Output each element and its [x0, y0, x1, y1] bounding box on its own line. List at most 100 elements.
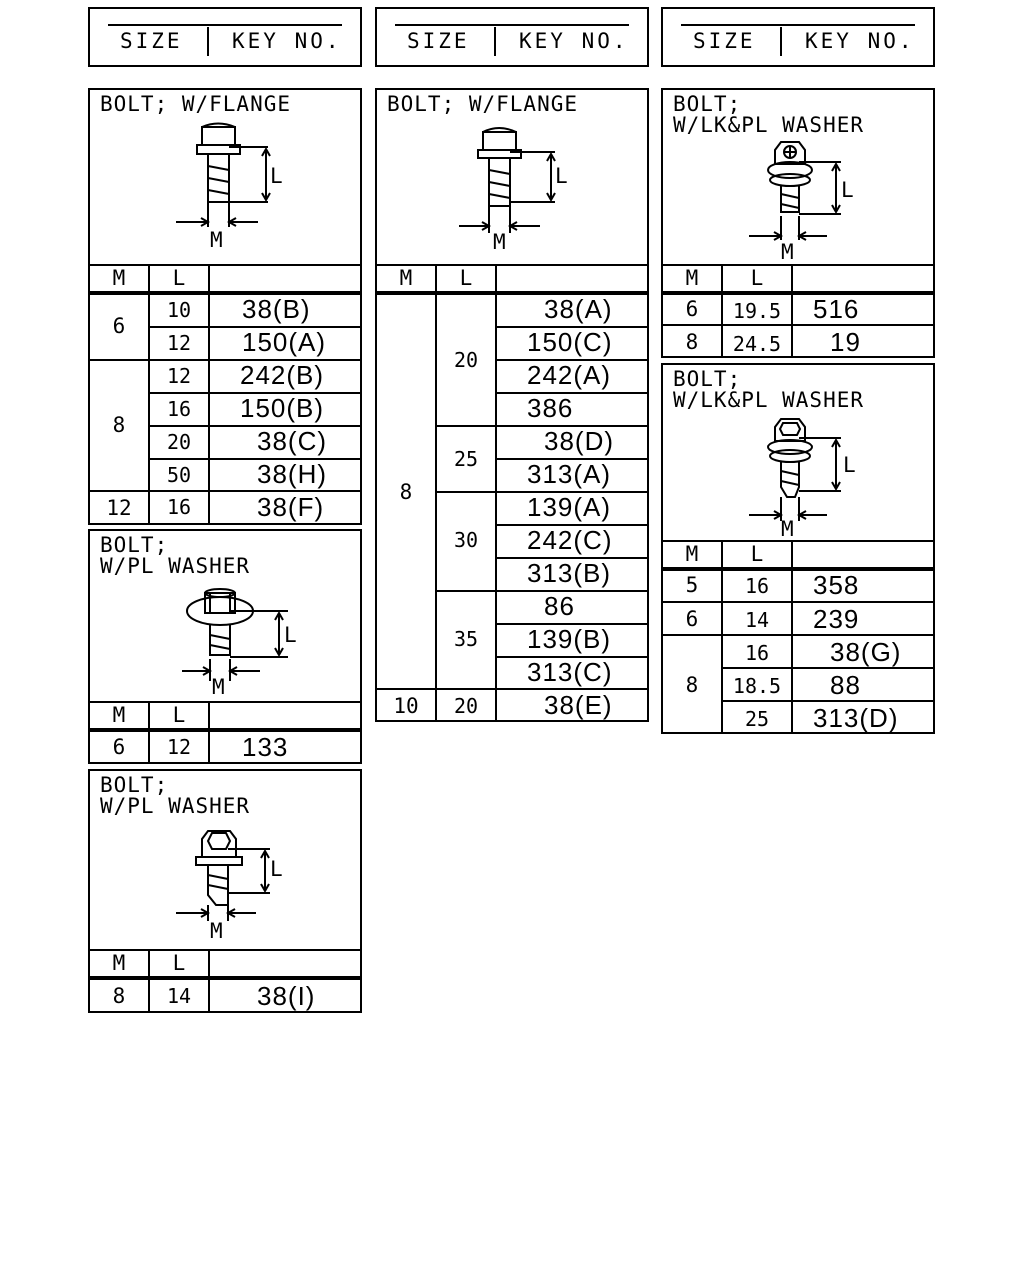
cell-key-no: 19 [830, 327, 861, 357]
cell-key-no: 358 [813, 570, 860, 600]
cell-m: 6 [112, 735, 126, 759]
dim-label-l: L [270, 857, 283, 881]
cell-m: 6 [685, 607, 699, 631]
dim-label-l: L [270, 164, 283, 188]
dim-label-l: L [555, 164, 568, 188]
col-header-l: L [750, 266, 764, 290]
cell-key-no: 86 [544, 591, 575, 621]
cell-m: 5 [685, 573, 699, 597]
key-no-label: KEY NO. [805, 29, 915, 53]
col-header-m: M [399, 266, 413, 290]
panel-bolt-lk-pl-washer-2: BOLT; W/LK&PL WASHER L M M L 5 6 8 16 14… [661, 363, 935, 734]
col-header-m: M [685, 542, 699, 566]
bolt-flange-drawing [459, 127, 556, 233]
cell-key-no: 38(C) [257, 426, 328, 456]
bolt-pl-washer-drawing [182, 588, 288, 681]
cell-m: 12 [106, 496, 132, 520]
cell-m: 6 [112, 314, 126, 338]
cell-key-no: 133 [242, 732, 289, 762]
header-rule [681, 24, 915, 26]
part-title: BOLT; W/LK&PL WASHER [673, 92, 865, 137]
cell-l: 30 [453, 528, 479, 552]
cell-l: 12 [166, 364, 192, 388]
dim-label-m: M [781, 240, 794, 264]
size-label: SIZE [120, 29, 183, 53]
cell-l: 16 [744, 641, 770, 665]
header-rule [108, 24, 342, 26]
cell-l: 20 [453, 694, 479, 718]
cell-key-no: 139(A) [527, 492, 612, 522]
part-title: BOLT; W/FLANGE [387, 92, 579, 116]
panel-bolt-pl-washer-1: BOLT; W/PL WASHER L M M L 6 12 133 [88, 529, 362, 764]
cell-l: 12 [166, 331, 192, 355]
bolt-hex-washer-drawing [176, 830, 270, 921]
cell-l: 14 [744, 608, 770, 632]
cell-key-no: 38(B) [242, 294, 311, 324]
cell-l: 12 [166, 735, 192, 759]
column-header-3: SIZE KEY NO. [661, 7, 935, 67]
col-header-m: M [685, 266, 699, 290]
cell-key-no: 38(A) [544, 294, 613, 324]
cell-l: 25 [453, 447, 479, 471]
header-rule [395, 24, 629, 26]
column-header-2: SIZE KEY NO. [375, 7, 649, 67]
part-title: BOLT; W/LK&PL WASHER [673, 367, 865, 412]
dim-label-m: M [210, 228, 223, 252]
col-header-l: L [172, 951, 186, 975]
cell-key-no: 38(E) [544, 690, 613, 720]
panel-bolt-lk-pl-washer-1: BOLT; W/LK&PL WASHER L M M L 6 8 19.5 24… [661, 88, 935, 358]
header-separator [207, 27, 209, 56]
col-header-l: L [459, 266, 473, 290]
cell-key-no: 313(D) [813, 703, 899, 733]
cell-m: 10 [393, 694, 419, 718]
cell-key-no: 38(H) [257, 459, 328, 489]
cell-m: 8 [399, 480, 413, 504]
col-header-m: M [112, 951, 126, 975]
cell-key-no: 38(I) [257, 981, 316, 1011]
header-separator [780, 27, 782, 56]
cell-key-no: 516 [813, 294, 860, 324]
column-header-1: SIZE KEY NO. [88, 7, 362, 67]
cell-key-no: 242(B) [240, 360, 325, 390]
cell-key-no: 313(C) [527, 657, 613, 687]
dim-label-m: M [781, 517, 794, 541]
col-header-l: L [172, 703, 186, 727]
panel-bolt-pl-washer-2: BOLT; W/PL WASHER L M M L 8 14 38(I) [88, 769, 362, 1013]
key-no-label: KEY NO. [232, 29, 342, 53]
cell-key-no: 139(B) [527, 624, 612, 654]
cell-key-no: 313(A) [527, 459, 612, 489]
part-title: BOLT; W/PL WASHER [100, 773, 251, 818]
part-title: BOLT; W/PL WASHER [100, 533, 251, 578]
cell-l: 35 [453, 627, 479, 651]
cell-l: 10 [166, 298, 192, 322]
panel-bolt-flange-middle: BOLT; W/FLANGE L M M L 8 10 20 25 30 35 … [375, 88, 649, 722]
cell-key-no: 242(A) [527, 360, 612, 390]
cell-l: 14 [166, 984, 192, 1008]
bolt-flange-drawing [176, 122, 271, 227]
cell-m: 8 [685, 673, 699, 697]
cell-l: 24.5 [732, 332, 782, 356]
header-separator [494, 27, 496, 56]
col-header-m: M [112, 703, 126, 727]
cell-key-no: 150(B) [240, 393, 325, 423]
panel-bolt-flange-left: BOLT; W/FLANGE L M M L 6 8 12 10 12 12 1… [88, 88, 362, 525]
cell-key-no: 38(F) [257, 492, 325, 522]
cell-m: 8 [112, 413, 126, 437]
part-title: BOLT; W/FLANGE [100, 92, 292, 116]
cell-l: 16 [166, 397, 192, 421]
col-header-m: M [112, 266, 126, 290]
bolt-lk-pl-washer-drawing [749, 141, 841, 241]
cell-key-no: 150(C) [527, 327, 613, 357]
dim-label-m: M [210, 919, 223, 943]
cell-m: 8 [685, 330, 699, 354]
cell-l: 16 [744, 574, 770, 598]
cell-key-no: 386 [527, 393, 574, 423]
col-header-l: L [172, 266, 186, 290]
dim-label-m: M [212, 675, 225, 699]
dim-label-m: M [493, 230, 506, 254]
cell-key-no: 38(G) [830, 637, 902, 667]
cell-key-no: 88 [830, 670, 861, 700]
cell-l: 25 [744, 707, 770, 731]
col-header-l: L [750, 542, 764, 566]
dim-label-l: L [841, 178, 854, 202]
